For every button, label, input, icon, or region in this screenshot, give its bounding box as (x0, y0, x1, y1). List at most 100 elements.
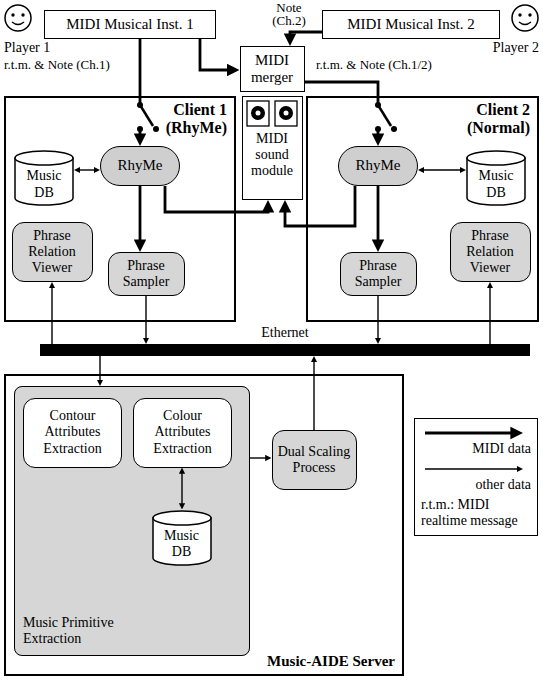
data-connector (51, 285, 52, 344)
sound-module-box: MIDI sound module (242, 96, 303, 200)
node-label: MIDI Musical Inst. 1 (66, 16, 194, 33)
switch-symbol (134, 102, 159, 132)
cylinder-top (15, 151, 73, 165)
module-box: Phrase Sampler (108, 252, 185, 296)
node-label: Music DB (17, 168, 71, 200)
node-label: Phrase Relation Viewer (18, 228, 87, 276)
text-holder: RhyMe (118, 157, 163, 174)
database-cylinder: Music DB (14, 150, 74, 206)
label-box: Note (Ch.2) (262, 1, 316, 27)
annotation-label: Note (Ch.2) (262, 1, 316, 27)
legend-sample (421, 425, 527, 441)
face-eye (518, 13, 521, 16)
player-face (512, 5, 538, 31)
text-holder: Contour Attributes Extraction (29, 408, 116, 456)
device-box: MIDI Musical Inst. 2 (322, 10, 500, 39)
annotation-label: Player 1 (4, 40, 84, 56)
text-holder: Music-AIDE Server (267, 653, 395, 670)
device-box: MIDI Musical Inst. 1 (44, 10, 216, 39)
client-box: Client 2(Normal) RhyMeMusic DB Phrase Rela… (306, 96, 539, 322)
node-label: Colour Attributes Extraction (139, 408, 226, 456)
switch-contact (375, 102, 381, 108)
node-label: Phrase Sampler (346, 258, 411, 290)
node-heading: Ethernet (40, 325, 530, 341)
face-mouth (12, 22, 24, 25)
text-holder: RhyMe (356, 157, 401, 174)
legend-row: MIDI data (421, 425, 531, 457)
midi-connector (305, 82, 379, 140)
node-label: Music DB (155, 528, 209, 560)
annotation-label: r.t.m. & Note (Ch.1) (4, 58, 136, 73)
legend-arrow (425, 468, 520, 469)
midi-connector (165, 186, 268, 212)
speaker-icon (275, 101, 297, 126)
node-label: Dual Scaling Process (278, 444, 351, 476)
data-connector (77, 169, 97, 170)
text-holder: Client 2(Normal) (467, 101, 530, 138)
face-eye (11, 13, 14, 16)
module-box: Phrase Relation Viewer (450, 222, 531, 282)
network-bar: Ethernet (40, 344, 530, 356)
legend-text: other data (421, 477, 531, 493)
switch-contact (153, 126, 159, 132)
legend-arrow (425, 432, 517, 435)
text-holder: Music Primitive Extraction (23, 615, 127, 647)
data-connector (145, 296, 146, 341)
text-holder: MIDI Musical Inst. 1 (66, 16, 194, 33)
data-connector (377, 296, 378, 341)
label-box: r.t.m. & Note (Ch.1/2) (316, 58, 476, 73)
cylinder-top (467, 151, 525, 165)
text-holder: MIDI merger (247, 52, 298, 87)
extraction-box: Contour Attributes Extraction (23, 398, 122, 468)
legend-row: other data (421, 461, 531, 493)
module-box: Phrase Relation Viewer (12, 222, 93, 282)
text-holder: Music DB (17, 168, 71, 200)
node-heading: Music Primitive Extraction (23, 615, 127, 647)
process-ellipse: RhyMe (338, 146, 418, 186)
text-holder: Phrase Relation Viewer (456, 228, 525, 276)
node-label: MIDI merger (247, 52, 298, 87)
midi-connector (377, 186, 380, 246)
client-box: Client 1(RhyMe) Music DB RhyMePhrase Relat… (4, 96, 236, 322)
module-box: Phrase Sampler (340, 252, 417, 296)
speaker-center (284, 111, 289, 116)
label-box: r.t.m.: MIDI realtime message (421, 497, 531, 529)
process-ellipse: RhyMe (100, 146, 180, 186)
data-connector (181, 470, 182, 506)
node-heading: (RhyMe) (166, 119, 227, 137)
text-holder: Music DB (469, 168, 523, 200)
node-heading: Client 1 (166, 101, 227, 119)
text-holder: MIDI sound module (246, 131, 299, 179)
switch-contact (375, 126, 381, 132)
text-holder: Ethernet (40, 325, 530, 341)
midi-connector (139, 186, 142, 246)
face-outline (5, 5, 31, 31)
midi-connector (290, 32, 322, 40)
node-label: RhyMe (356, 157, 401, 174)
legend-sample (421, 461, 527, 477)
text-holder: Music DB (155, 528, 209, 560)
speaker-cone (279, 106, 293, 120)
module-box: Dual Scaling Process (272, 430, 357, 490)
player-face (5, 5, 31, 31)
cylinder-top (153, 511, 211, 525)
node-heading: Music-AIDE Server (267, 653, 395, 670)
annotation-label: Player 2 (459, 40, 539, 56)
switch-gap (372, 105, 384, 129)
database-cylinder: Music DB (152, 510, 212, 566)
data-connector (421, 169, 463, 170)
speaker-cabinet (247, 101, 269, 126)
annotation-label: r.t.m. & Note (Ch.1/2) (316, 58, 476, 73)
node-label: MIDI sound module (246, 131, 299, 179)
face-mouth (519, 22, 531, 25)
region-fill (14, 386, 250, 656)
server-box: Music-AIDE Server Music Primitive Extract… (4, 374, 404, 676)
text-holder: Phrase Relation Viewer (18, 228, 87, 276)
face-eye (21, 13, 24, 16)
switch-lever (378, 105, 391, 126)
midi-connector (285, 186, 355, 226)
speaker-center (256, 111, 261, 116)
